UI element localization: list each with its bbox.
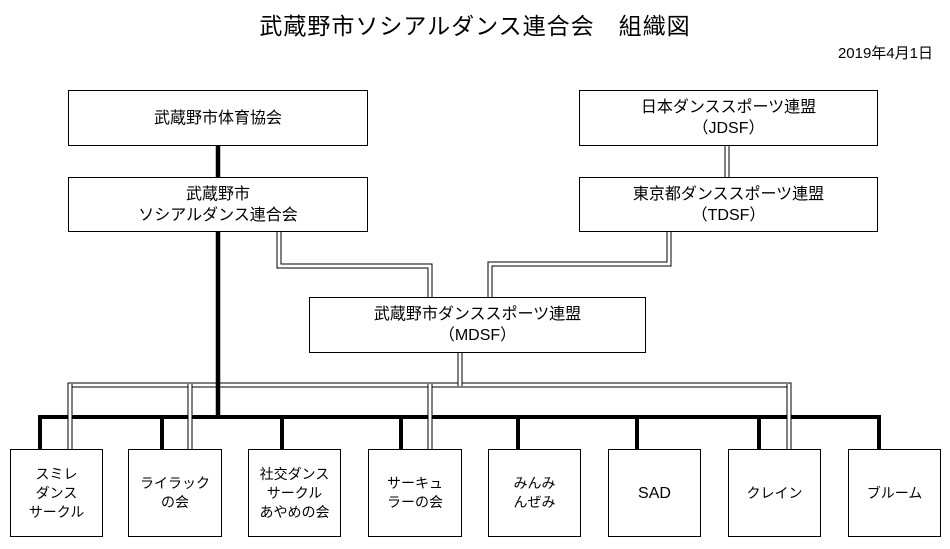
page-title: 武蔵野市ソシアルダンス連合会 組織図: [259, 13, 691, 39]
org-box-lilac: ライラック の会: [128, 449, 222, 537]
org-box-taiiku-kyokai: 武蔵野市体育協会: [68, 90, 368, 146]
org-box-ayame: 社交ダンス サークル あやめの会: [248, 449, 341, 537]
edge-rengokai-rail: [38, 415, 881, 449]
edge-rengokai-mdsf-inner: [277, 232, 432, 297]
date-label: 2019年4月1日: [837, 45, 933, 62]
org-box-crane: クレイン: [728, 449, 821, 537]
org-box-mdsf: 武蔵野市ダンススポーツ連盟 （MDSF）: [309, 297, 646, 353]
org-box-jdsf: 日本ダンススポーツ連盟 （JDSF）: [579, 90, 878, 146]
org-box-social-dance-rengokai: 武蔵野市 ソシアルダンス連合会: [68, 177, 368, 232]
edge-tdsf-mdsf-inner: [488, 232, 671, 297]
org-box-circular: サーキュ ラーの会: [368, 449, 462, 537]
org-box-minminzemi: みんみ んぜみ: [488, 449, 581, 537]
org-box-sad: SAD: [608, 449, 701, 537]
org-box-bloom: ブルーム: [848, 449, 941, 537]
org-box-sumire: スミレ ダンス サークル: [10, 449, 103, 537]
org-box-tdsf: 東京都ダンススポーツ連盟 （TDSF）: [579, 177, 878, 232]
